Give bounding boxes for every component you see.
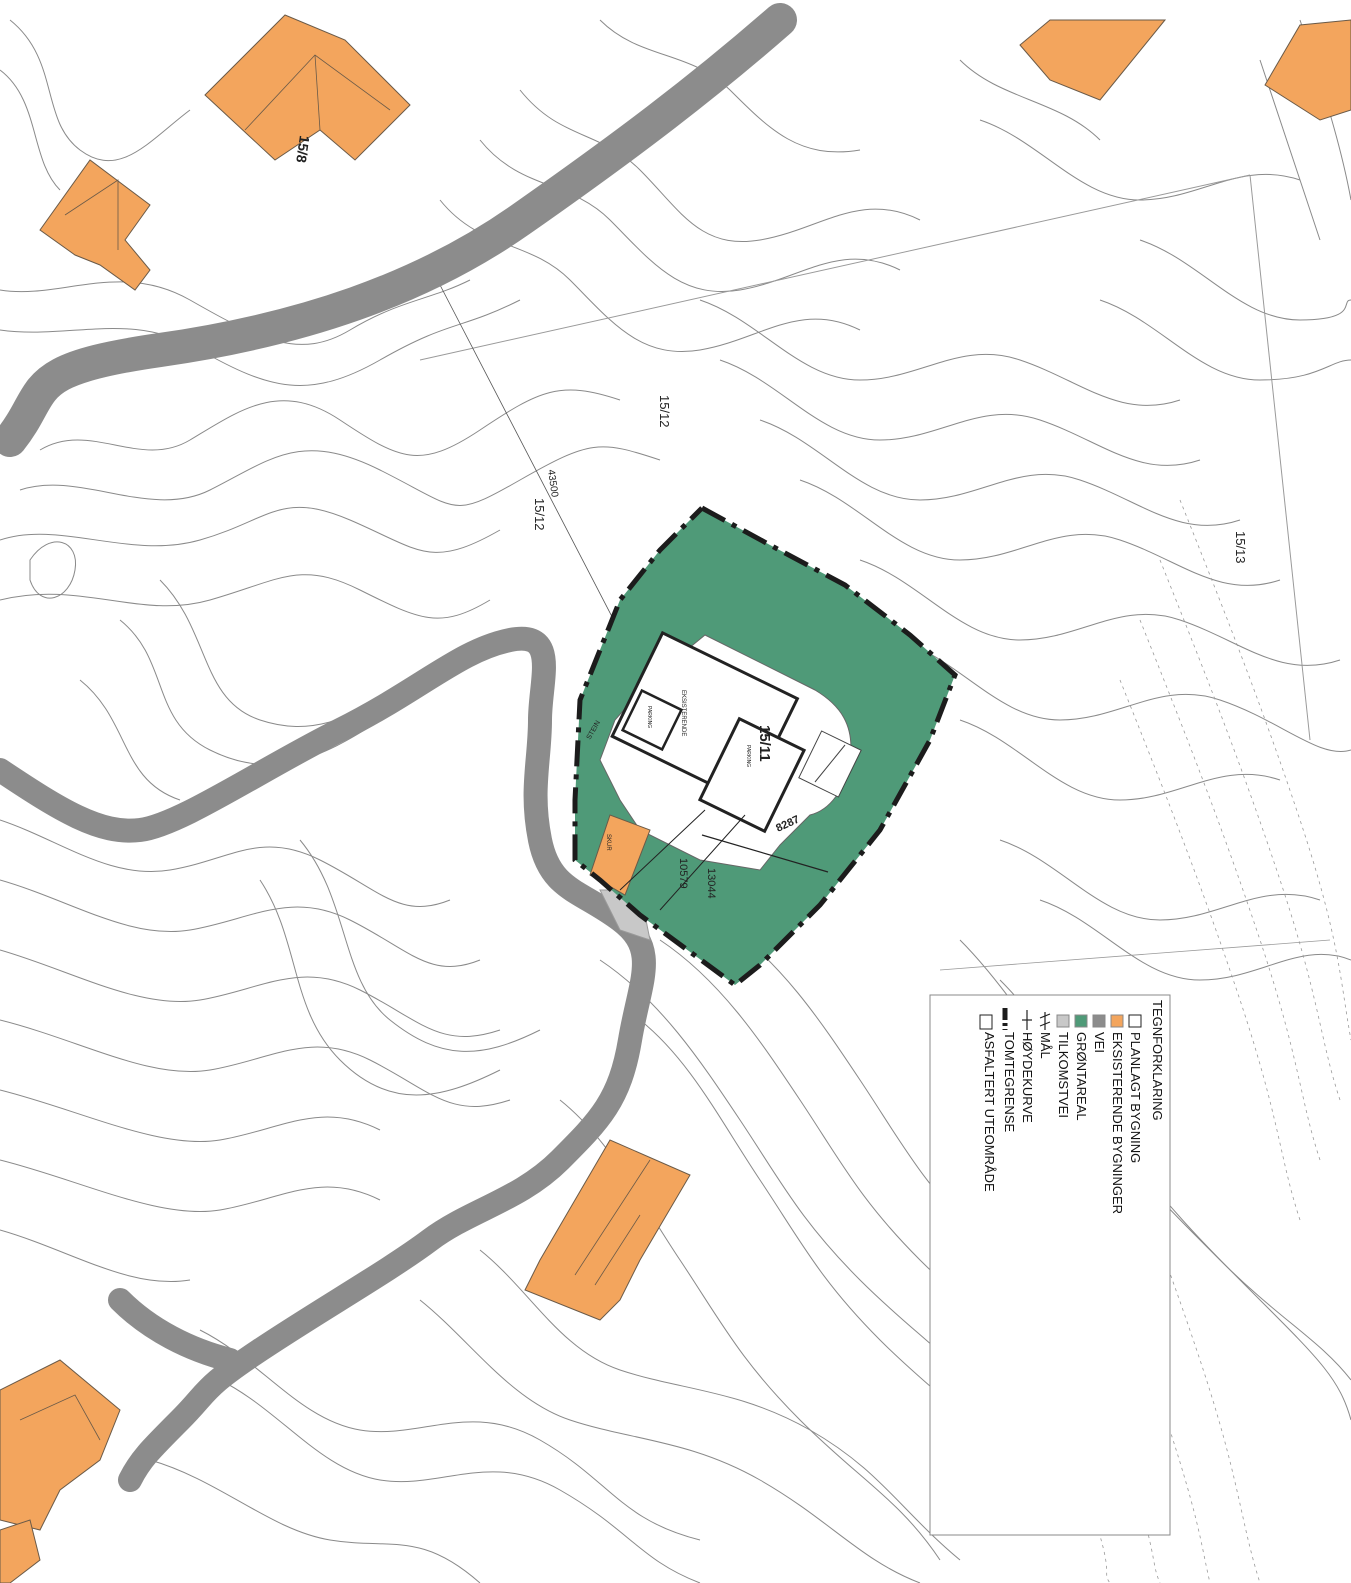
parcel-label-15-13: 15/13	[1233, 531, 1248, 564]
legend-label-planned: PLANLAGT BYGNING	[1128, 1032, 1143, 1163]
legend-label-green: GRØNTAREAL	[1074, 1032, 1089, 1121]
building-bottom-left-2	[0, 1519, 41, 1583]
building-top-left	[39, 159, 151, 291]
legend-swatch-existing	[1110, 1014, 1124, 1028]
legend-label-access: TILKOMSTVEI	[1056, 1032, 1071, 1118]
lower-loop-road	[0, 626, 656, 1492]
existing-label: EKSISTERENDE	[680, 690, 686, 736]
legend: TEGNFORKLARING PLANLAGT BYGNING EKSISTER…	[929, 994, 1171, 1536]
legend-label-contour: HØYDEKURVE	[1020, 1032, 1035, 1123]
legend-label-existing: EKSISTERENDE BYGNINGER	[1110, 1032, 1125, 1214]
parking-label-b: PARKING	[745, 745, 751, 767]
site-area	[572, 505, 958, 989]
building-top-center	[204, 14, 411, 161]
shed-label: SKUR	[605, 834, 611, 851]
parking-structure	[620, 688, 684, 752]
dimension-line-13044	[659, 814, 746, 911]
legend-title: TEGNFORKLARING	[1150, 1000, 1165, 1121]
legend-swatch-asphalt	[979, 1014, 993, 1030]
legend-box	[929, 994, 1171, 1536]
legend-label-asphalt: ASFALTERT UTEOMRÅDE	[982, 1032, 997, 1192]
building-mid-lower	[524, 1139, 691, 1321]
contour-lines	[0, 19, 1351, 1583]
road-branch	[108, 1288, 242, 1372]
parking-label-a: PARKING	[646, 706, 652, 728]
legend-swatch-road	[1092, 1014, 1106, 1028]
legend-symbol-contour	[1022, 1010, 1032, 1030]
dimension-line-10579	[619, 809, 706, 891]
dimension-line-8287	[701, 834, 829, 873]
dimension-13044: 13044	[705, 868, 717, 899]
main-road	[0, 3, 797, 457]
shed-building	[589, 814, 651, 896]
parcel-label-15-11: 15/11	[756, 725, 773, 762]
legend-swatch-green	[1074, 1014, 1088, 1028]
legend-label-boundary: TOMTEGRENSE	[1002, 1032, 1017, 1132]
legend-label-road: VEI	[1092, 1032, 1107, 1053]
parcel-label-15-12-lower: 15/12	[532, 498, 547, 531]
legend-swatch-planned	[1128, 1014, 1142, 1028]
site-boundary	[572, 505, 958, 989]
legend-symbol-dimension	[1039, 1012, 1051, 1030]
legend-label-dimension: MÅL	[1038, 1032, 1053, 1059]
building-bottom-left	[0, 1359, 121, 1531]
existing-buildings	[0, 14, 1351, 1583]
legend-swatch-access	[1056, 1014, 1070, 1028]
dimension-43500: 43500	[545, 469, 560, 499]
building-top-right	[1019, 19, 1167, 101]
parcel-label-15-12-upper: 15/12	[657, 395, 672, 428]
planned-building-new	[697, 716, 807, 834]
parcel-label-15-8: 15/8	[293, 135, 313, 164]
building-right-edge	[1264, 19, 1351, 121]
dimension-10579: 10579	[677, 858, 689, 889]
